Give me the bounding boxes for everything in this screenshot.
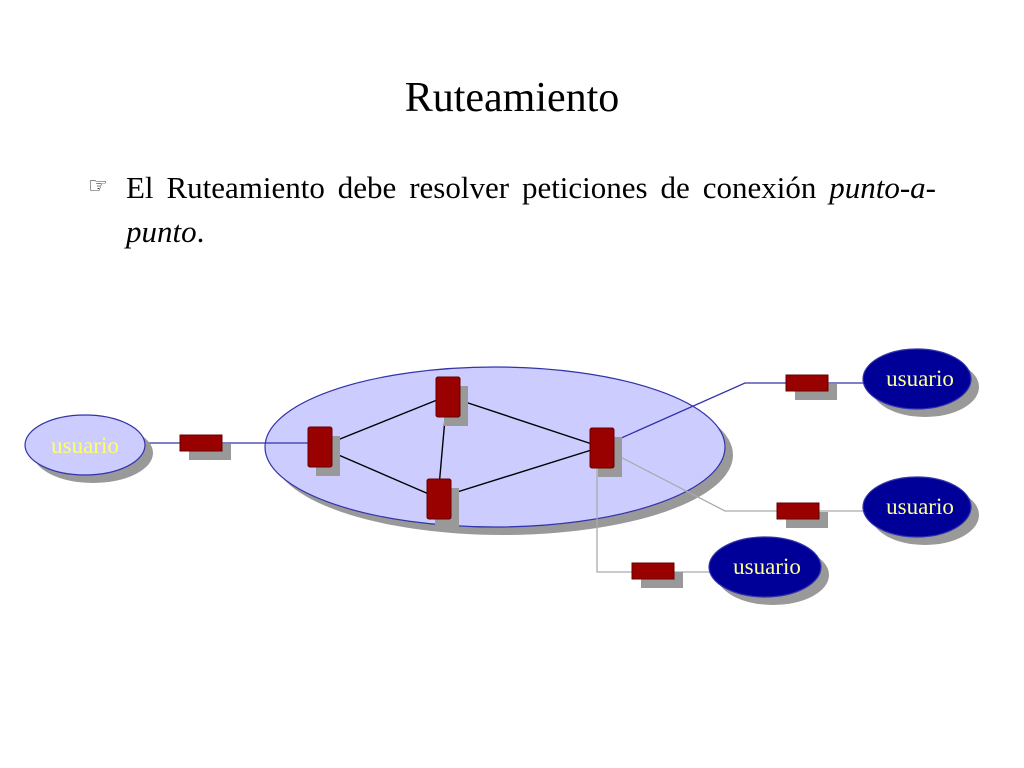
user-node-mid-right: usuario (862, 476, 979, 545)
user-label-left: usuario (51, 433, 119, 458)
user-label-mid-right: usuario (886, 494, 954, 519)
link-terminals (179, 374, 837, 588)
user-node-bottom: usuario (708, 536, 829, 605)
user-node-top-right: usuario (862, 348, 979, 417)
slide-title: Ruteamiento (404, 75, 620, 121)
router-node-left (307, 426, 340, 476)
router-node-top (435, 376, 468, 426)
router-node-bottom (426, 478, 459, 528)
pointing-hand-icon: ☞ (88, 174, 108, 199)
bullet-text-main: El Ruteamiento debe resolver peticiones … (126, 170, 830, 205)
user-label-bottom: usuario (733, 554, 801, 579)
terminal-top-right (785, 374, 837, 400)
terminal-mid-right (776, 502, 828, 528)
user-node-left: usuario (24, 414, 153, 483)
bullet-text: El Ruteamiento debe resolver peticiones … (126, 166, 936, 254)
router-node-right (589, 427, 622, 477)
router-nodes (307, 376, 622, 528)
terminal-bottom (631, 562, 683, 588)
user-nodes: usuario usuario usuario usuario (24, 348, 979, 605)
terminal-left (179, 434, 231, 460)
bullet-text-end: . (196, 214, 205, 249)
bullet-text-italic: punto-a-punto (126, 170, 936, 249)
user-label-top-right: usuario (886, 366, 954, 391)
network-cloud (264, 366, 726, 528)
